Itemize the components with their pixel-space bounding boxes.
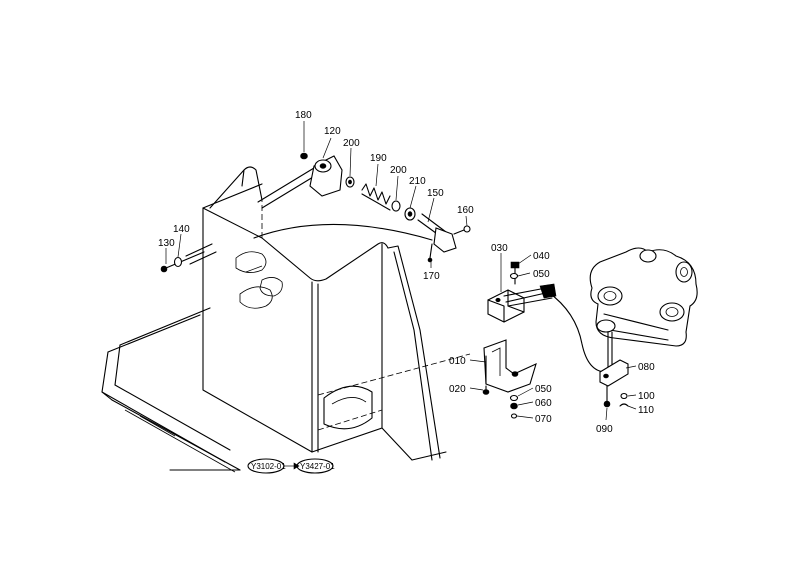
callout-170: 170 (423, 271, 440, 282)
callout-020: 020 (449, 384, 466, 395)
callout-210: 210 (409, 176, 426, 187)
callout-labels: 180 120 200 190 200 210 150 160 170 130 … (158, 110, 655, 435)
reference-tag: Y3102-01 (251, 462, 286, 471)
pivot-shaft-assembly (160, 152, 471, 273)
callout-090: 090 (596, 424, 613, 435)
callout-130: 130 (158, 238, 175, 249)
callout-110: 110 (638, 405, 654, 416)
callout-080: 080 (638, 362, 655, 373)
callout-060: 060 (535, 398, 552, 409)
callout-200: 200 (390, 165, 407, 176)
callout-190: 190 (370, 153, 387, 164)
callout-030: 030 (491, 243, 508, 254)
callout-050: 050 (533, 269, 550, 280)
reference-tags: Y3102-01 Y3427-01 (247, 458, 335, 474)
callout-070: 070 (535, 414, 552, 425)
callout-100: 100 (638, 391, 655, 402)
callout-010: 010 (449, 356, 466, 367)
callout-120: 120 (324, 126, 341, 137)
callout-040: 040 (533, 251, 550, 262)
floor-platform (101, 307, 241, 473)
switch-bracket-assembly (482, 261, 607, 419)
callout-180: 180 (295, 110, 312, 121)
callout-160: 160 (457, 205, 474, 216)
lift-arm-assembly (589, 247, 698, 408)
callout-140: 140 (173, 224, 190, 235)
callout-050: 050 (535, 384, 552, 395)
callout-150: 150 (427, 188, 444, 199)
console-housing (202, 166, 471, 461)
leader-lines (165, 121, 637, 421)
callout-200: 200 (343, 138, 360, 149)
reference-tag: Y3427-01 (300, 462, 335, 471)
